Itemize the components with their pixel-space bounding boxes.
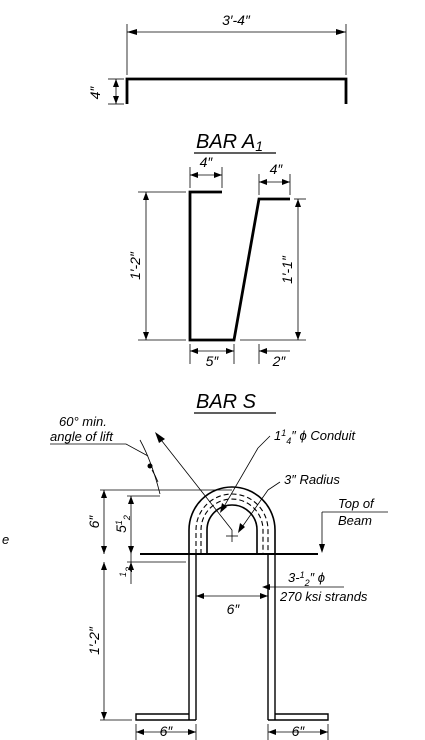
strand-loop-inner bbox=[206, 504, 258, 554]
top-of-beam-label-1: Top of bbox=[338, 496, 375, 511]
dim-right-foot: 6″ bbox=[292, 723, 306, 739]
bar-a1-detail: 3′-4″ 4″ BAR A1 bbox=[87, 12, 348, 154]
strand-loop-outer bbox=[188, 486, 276, 554]
bar-s-bottom-right-label: 2″ bbox=[272, 353, 287, 369]
bar-a1-title: BAR A1 bbox=[196, 131, 263, 154]
dim-inner-width: 6″ bbox=[227, 601, 241, 617]
lift-note-line1: 60° min. bbox=[59, 414, 107, 429]
strands-label-2: 270 ksi strands bbox=[279, 589, 368, 604]
bar-a1-shape bbox=[125, 77, 348, 104]
lift-note-line2: angle of lift bbox=[50, 429, 114, 444]
left-foot bbox=[135, 713, 196, 721]
dim-left-foot: 6″ bbox=[160, 723, 174, 739]
bar-s-bottom-left-label: 5″ bbox=[206, 353, 220, 369]
dim-six-upper: 6″ bbox=[86, 515, 102, 529]
radius-label: 3″ Radius bbox=[284, 472, 340, 487]
dim-five-half: 512 bbox=[113, 515, 132, 533]
bar-a1-length-label: 3′-4″ bbox=[222, 12, 251, 28]
strands-label-1: 3-12″ ϕ bbox=[288, 570, 325, 588]
angle-arc-marker bbox=[147, 463, 153, 469]
bar-a1-leg-label: 4″ bbox=[87, 86, 103, 100]
bar-s-title: BAR S bbox=[196, 391, 257, 413]
bar-s-shape bbox=[188, 190, 290, 342]
conduit-label: 114″ ϕ Conduit bbox=[274, 428, 357, 446]
bar-s-left-height-label: 1′-2″ bbox=[127, 251, 143, 280]
bar-s-detail: 4″ 4″ 1′-2″ 1′-1″ 5″ 2″ BAR S bbox=[127, 154, 306, 414]
margin-fragment: e bbox=[2, 532, 9, 547]
bar-s-right-height-label: 1′-1″ bbox=[279, 255, 295, 284]
bar-s-top-left-label: 4″ bbox=[200, 154, 214, 170]
dim-half: 12 bbox=[118, 567, 134, 577]
lifting-loop-detail: 60° min. angle of lift 114″ ϕ Conduit 3″… bbox=[2, 414, 388, 740]
bar-s-top-right-label: 4″ bbox=[270, 161, 284, 177]
right-foot bbox=[268, 713, 329, 721]
top-of-beam-label-2: Beam bbox=[338, 513, 372, 528]
conduit-outline bbox=[195, 493, 269, 554]
dim-one-two: 1′-2″ bbox=[86, 626, 102, 655]
